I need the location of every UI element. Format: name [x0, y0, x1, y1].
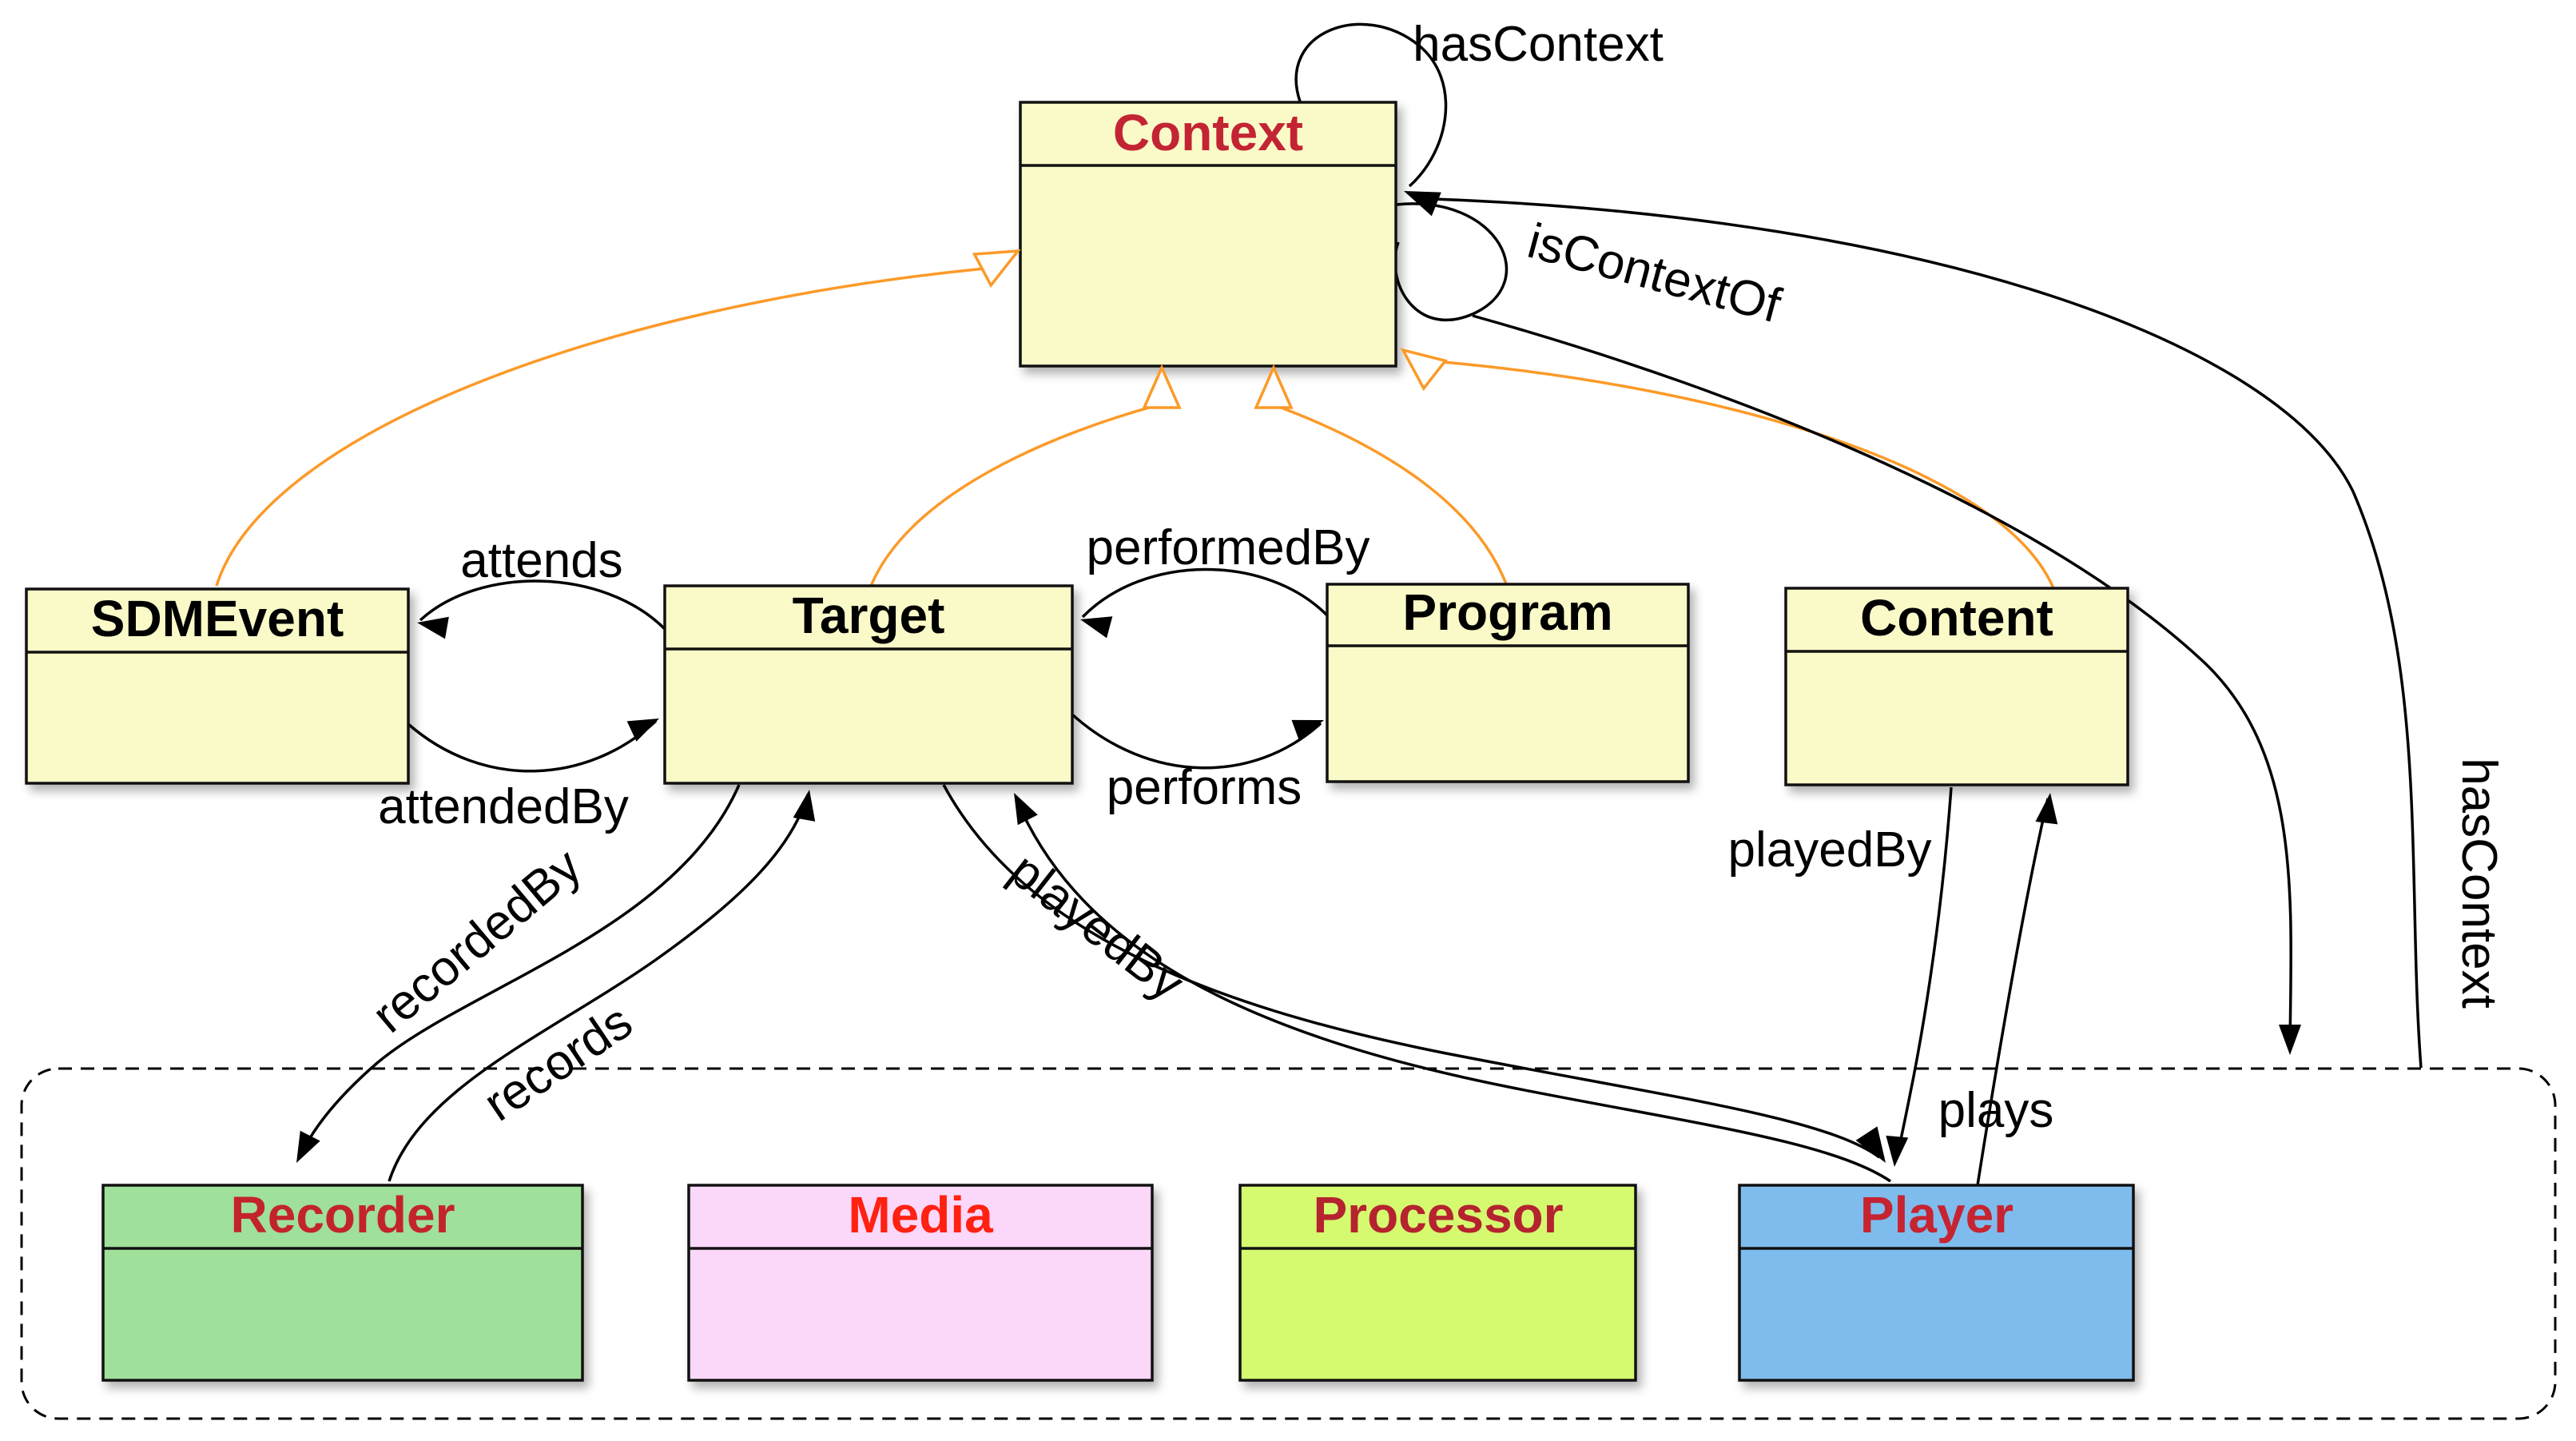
class-program: Program — [1326, 583, 1690, 783]
edge-line — [1433, 197, 2423, 1069]
generalization-triangle-icon — [1142, 364, 1182, 409]
class-title: Target — [793, 587, 945, 644]
edge-loop — [1393, 202, 1509, 321]
arrowhead-icon — [296, 1130, 320, 1163]
class-title: Context — [1113, 104, 1303, 161]
class-box — [1238, 1184, 1637, 1382]
edge-played-by-target-label: playedBy — [1000, 842, 1194, 1011]
edge-recorded-by-label: recordedBy — [362, 838, 591, 1044]
edge-recorded-by — [298, 784, 741, 1158]
edge-has-context-right — [1433, 197, 2423, 1069]
generalization-triangle-icon — [1400, 348, 1448, 392]
edge-line — [942, 784, 1881, 1159]
class-box — [1019, 101, 1397, 368]
class-box — [101, 1184, 584, 1382]
arrowhead-icon — [1014, 793, 1038, 826]
edge-line — [1472, 314, 2293, 1048]
class-title: Recorder — [231, 1186, 455, 1244]
edge-attended-by — [407, 719, 658, 773]
edge-performs — [1071, 713, 1322, 770]
class-player: Player — [1738, 1184, 2135, 1382]
class-title: SDMEvent — [91, 590, 344, 647]
edge-attends — [419, 579, 666, 631]
arrowhead-icon — [1291, 719, 1324, 742]
edge-line — [1071, 713, 1322, 770]
arrowhead-icon — [1886, 1135, 1909, 1167]
class-title: Program — [1402, 583, 1612, 641]
generalization-sdmevent-context — [215, 267, 985, 587]
class-box — [1784, 587, 2129, 786]
edge-line — [388, 794, 809, 1182]
generalization-content-context — [1442, 360, 2055, 589]
class-sdmevent: SDMEvent — [25, 587, 410, 785]
class-box — [25, 587, 410, 785]
class-recorder: Recorder — [101, 1184, 584, 1382]
edge-attended-by-label: attendedBy — [378, 779, 629, 834]
class-processor: Processor — [1238, 1184, 1637, 1382]
edge-is-context-of-label: isContextOf — [1522, 213, 1787, 334]
arrowhead-icon — [793, 790, 816, 822]
generalization-triangle-icon — [972, 249, 1021, 289]
generalization-target-context — [869, 403, 1161, 587]
class-title: Media — [848, 1186, 993, 1244]
edge-line — [1294, 22, 1448, 188]
edge-performs-label: performs — [1107, 760, 1302, 815]
generalization-line — [215, 267, 985, 587]
class-media: Media — [687, 1184, 1154, 1382]
class-title: Player — [1860, 1186, 2013, 1244]
class-title: Processor — [1313, 1186, 1563, 1244]
class-box — [1326, 583, 1690, 783]
generalization-line — [869, 403, 1161, 587]
edge-line — [1081, 567, 1329, 619]
edge-plays-label: plays — [1938, 1083, 2054, 1138]
edge-played-by-target-player — [942, 784, 1881, 1159]
edge-performed-by — [1081, 567, 1329, 619]
edge-line — [1015, 798, 1891, 1183]
edge-has-context-self-label: hasContext — [1413, 17, 1664, 72]
edge-has-context-right-label: hasContext — [2451, 758, 2506, 1009]
edge-records-label: records — [475, 994, 642, 1132]
edge-performed-by-label: performedBy — [1087, 520, 1370, 575]
generalization-triangle-icon — [1254, 364, 1294, 409]
edge-has-context-self-loop — [1294, 22, 1448, 188]
class-target: Target — [663, 584, 1074, 785]
generalization-line — [1442, 360, 2055, 589]
generalization-program-context — [1276, 404, 1509, 587]
class-title: Content — [1860, 589, 2053, 647]
edge-line — [419, 579, 666, 631]
edge-is-context-of — [1393, 202, 2293, 1048]
arrowhead-icon — [1080, 616, 1113, 639]
arrowhead-icon — [1855, 1126, 1886, 1163]
class-box — [687, 1184, 1154, 1382]
edge-line — [1976, 798, 2049, 1186]
edge-played-by-content-label: playedBy — [1727, 822, 1931, 878]
generalization-line — [1276, 404, 1509, 587]
edge-records — [388, 794, 809, 1182]
arrowhead-icon — [1404, 191, 1441, 217]
arrowhead-icon — [2279, 1025, 2301, 1055]
edge-plays — [1976, 798, 2049, 1186]
devices-group-container — [20, 1067, 2557, 1420]
class-context: Context — [1019, 101, 1397, 368]
edge-line — [407, 719, 658, 773]
arrowhead-icon — [626, 719, 659, 742]
edge-attends-label: attends — [460, 533, 622, 588]
arrowhead-icon — [2035, 793, 2058, 825]
edge-line — [298, 784, 741, 1158]
edge-player-target — [1015, 798, 1891, 1183]
class-box — [1738, 1184, 2135, 1382]
class-content: Content — [1784, 587, 2129, 786]
class-box — [663, 584, 1074, 785]
arrowhead-icon — [417, 616, 449, 639]
